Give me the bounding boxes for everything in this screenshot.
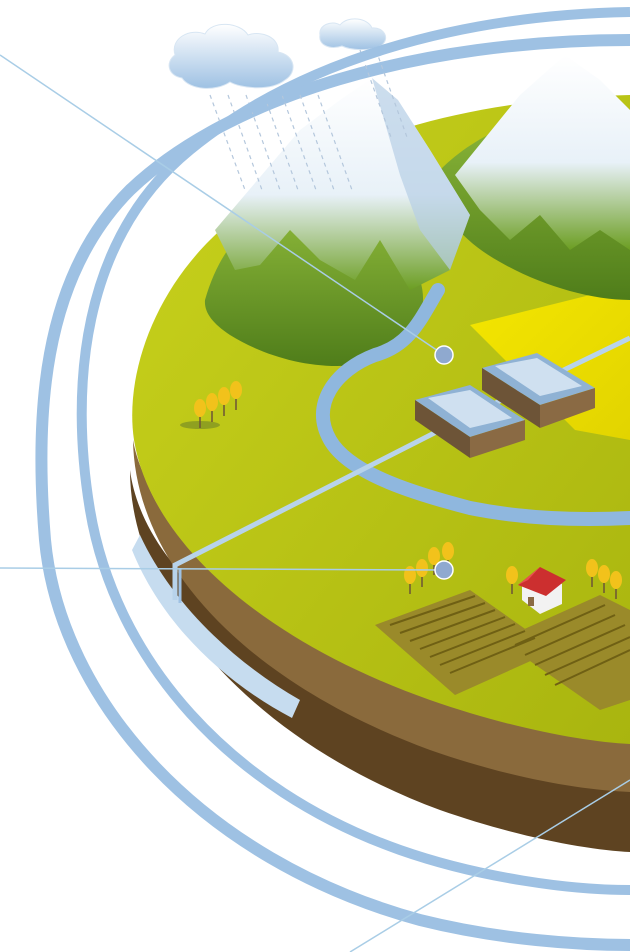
callout-lines: [0, 54, 630, 952]
mountain-shadow: [372, 78, 470, 270]
tree-icon-group-right: [506, 559, 622, 599]
crop-field-icon: [375, 590, 630, 710]
tree-icon-group-left: [180, 381, 242, 429]
water-cycle-ring-inner: [76, 7, 630, 895]
water-cycle-ring-outer: [35, 34, 630, 951]
groundwater-band: [132, 535, 300, 718]
treatment-plant-icon-2: [482, 353, 595, 428]
callout-marker-icon-farm[interactable]: [434, 560, 454, 580]
cloud-icon-small: [319, 18, 387, 51]
barn-icon: [518, 567, 566, 614]
mountain-icon-right: [455, 55, 630, 250]
treatment-plant-icon: [415, 385, 525, 458]
callout-marker-icon-plant[interactable]: [434, 345, 454, 365]
river-icon: [315, 283, 630, 526]
cloud-icon: [168, 23, 294, 89]
